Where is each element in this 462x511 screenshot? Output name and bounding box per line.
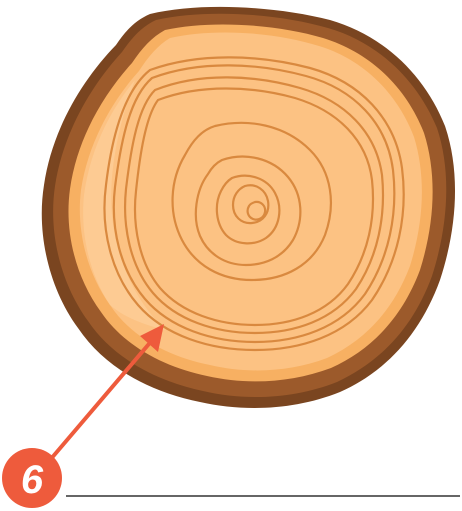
wood-surface [80,32,422,370]
badge-number: 6 [21,458,44,502]
callout-badge: 6 [2,448,62,508]
arrow-shaft [50,338,154,460]
